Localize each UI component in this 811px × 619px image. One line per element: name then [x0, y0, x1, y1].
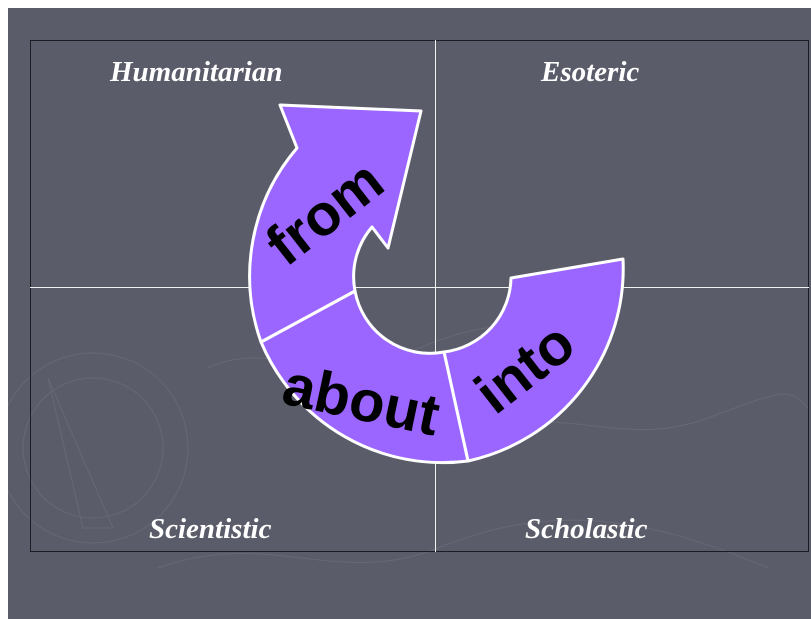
map-contour — [507, 393, 809, 431]
arrow-segment-into — [442, 257, 625, 463]
slide: Humanitarian Esoteric Scientistic Schola… — [8, 8, 811, 619]
compass-needle — [47, 377, 114, 529]
quadrant-label-scientistic: Scientistic — [149, 513, 272, 545]
compass-rose-ring — [8, 352, 189, 544]
quadrant-label-esoteric: Esoteric — [541, 56, 640, 88]
curved-arrow-diagram: from about into — [248, 103, 625, 465]
map-contour — [157, 519, 769, 569]
arrow-segment-from — [248, 103, 423, 344]
quadrant-frame — [30, 40, 809, 552]
quadrant-label-humanitarian: Humanitarian — [110, 56, 283, 88]
arrow-segment-about — [259, 289, 470, 465]
vertical-divider — [435, 40, 436, 552]
horizontal-divider — [30, 287, 809, 288]
compass-rose-inner-ring — [22, 377, 164, 519]
quadrant-label-scholastic: Scholastic — [525, 513, 648, 545]
